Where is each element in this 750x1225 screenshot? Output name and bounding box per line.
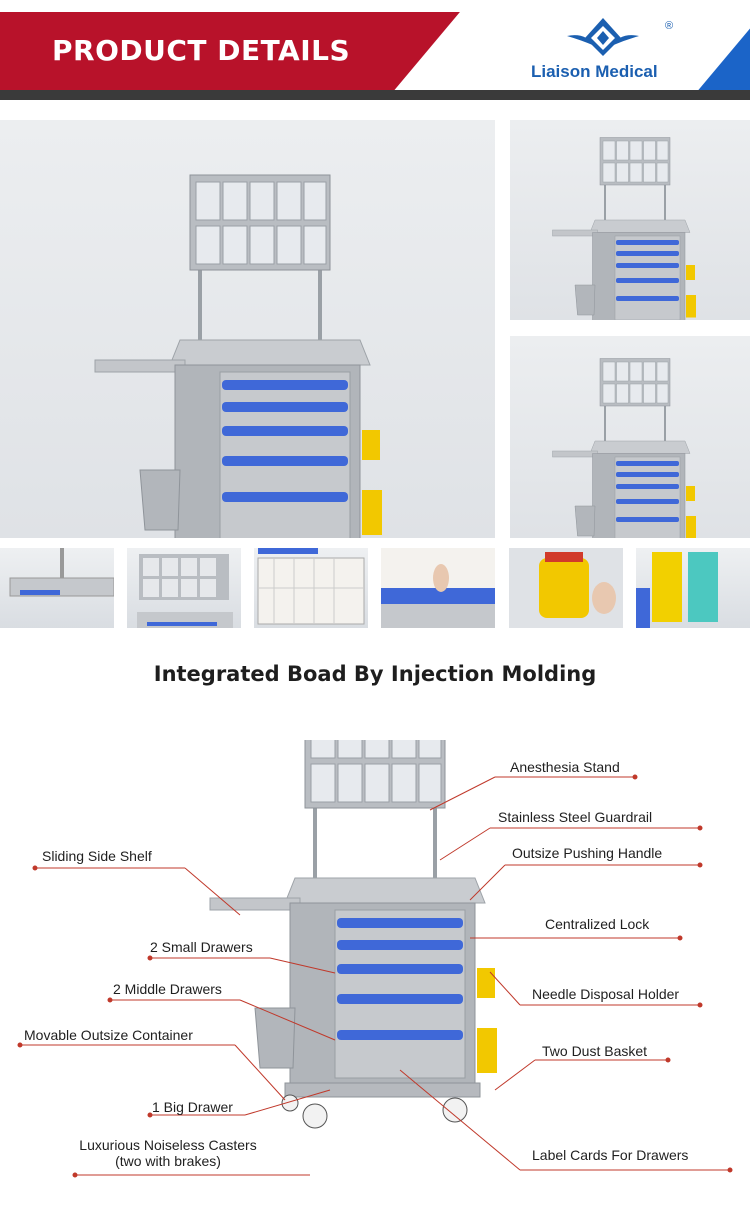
callout-anesthesia-stand: Anesthesia Stand [510,759,620,775]
callout-small-drawers: 2 Small Drawers [150,939,253,955]
brand-logo-icon [567,18,639,56]
callout-casters: Luxurious Noiseless Casters (two with br… [70,1137,266,1169]
callout-sliding-side-shelf: Sliding Side Shelf [42,848,152,864]
registered-mark: ® [665,20,674,32]
product-photo-open-drawers [510,120,750,320]
brand-logo: ® Liaison Medical [525,14,685,86]
callout-movable-container: Movable Outsize Container [24,1027,193,1043]
callout-casters-line2: (two with brakes) [115,1153,221,1169]
header-banner: PRODUCT DETAILS ® Liaison Medical [0,0,750,100]
callout-centralized-lock: Centralized Lock [545,916,650,932]
thumb-anesthesia-stand[interactable] [127,548,241,628]
thumb-dust-baskets[interactable] [636,548,750,628]
callout-big-drawer: 1 Big Drawer [152,1099,233,1115]
callout-dust-basket: Two Dust Basket [542,1043,648,1059]
product-photo-side-view [510,336,750,538]
page-title: PRODUCT DETAILS [52,34,351,67]
callout-stainless-guardrail: Stainless Steel Guardrail [498,809,653,825]
banner-underline [0,90,750,100]
callout-middle-drawers: 2 Middle Drawers [113,981,222,997]
callout-casters-line1: Luxurious Noiseless Casters [79,1137,257,1153]
main-product-photo [0,120,495,538]
feature-diagram: Anesthesia Stand Stainless Steel Guardra… [0,740,750,1210]
thumb-needle-holder[interactable] [509,548,623,628]
thumb-drawer-handle[interactable] [381,548,495,628]
callout-label-cards: Label Cards For Drawers [532,1147,689,1163]
thumb-side-shelf[interactable] [0,548,114,628]
section-title: Integrated Boad By Injection Molding [153,662,597,686]
callout-needle-holder: Needle Disposal Holder [532,986,680,1002]
callout-pushing-handle: Outsize Pushing Handle [512,845,663,861]
thumb-drawer-dividers[interactable] [254,548,368,628]
brand-name: Liaison Medical [531,62,658,81]
cart-diagram-illustration [17,740,733,1178]
